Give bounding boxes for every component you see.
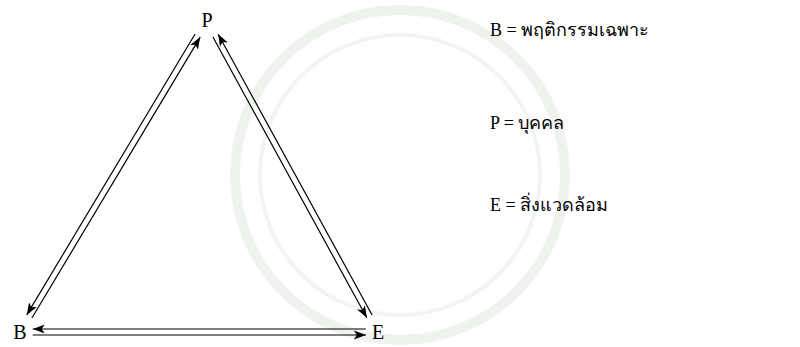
definition-text: E = สิ่งแวดล้อม bbox=[490, 195, 608, 217]
node-text: P bbox=[201, 9, 212, 31]
node-text: B bbox=[13, 321, 26, 343]
node-letter: P bbox=[198, 7, 215, 33]
definition-text: P = บุคคล bbox=[490, 113, 565, 135]
arrow-line bbox=[33, 334, 366, 335]
node-letter: E bbox=[369, 319, 387, 345]
node-text: E bbox=[372, 321, 384, 343]
node-letter: B bbox=[10, 319, 29, 345]
arrow-line bbox=[33, 328, 366, 329]
arrow-line bbox=[218, 34, 372, 315]
arrow-line bbox=[27, 34, 195, 315]
arrow-line bbox=[32, 37, 200, 318]
arrow-line bbox=[213, 37, 367, 318]
definition-text: B = พฤติกรรมเฉพาะ bbox=[490, 20, 649, 42]
